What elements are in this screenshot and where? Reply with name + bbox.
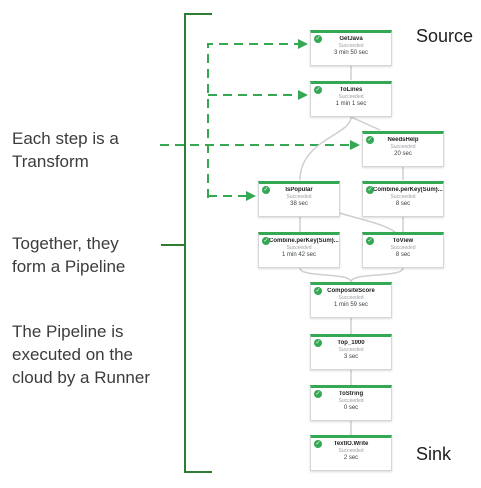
node-tolines[interactable]: ✓ ToLines Succeeded 1 min 1 sec [310,81,392,117]
check-icon: ✓ [314,86,322,94]
node-name: ToView [392,238,414,244]
arrowhead-getjava [298,39,308,49]
node-time: 3 sec [343,354,359,360]
node-name: Combine.perKey(Sum)... [373,187,443,193]
node-status: Succeeded [390,194,416,200]
check-icon: ✓ [366,136,374,144]
node-name: ToString [338,391,364,397]
node-time: 0 sec [343,405,359,411]
node-name: ToLines [339,87,363,93]
source-label: Source [416,26,474,46]
node-time: 8 sec [395,201,411,207]
node-name: Top_1000 [337,340,365,346]
node-name: NeedsHelp [387,137,419,143]
chevron-down-icon[interactable]: ⌄ [434,185,440,192]
node-name: Combine.perKey(Sum)... [269,238,339,244]
node-time: 1 min 1 sec [335,101,367,107]
node-status: Succeeded [390,144,416,150]
node-ispopular[interactable]: ✓ IsPopular Succeeded 38 sec [258,181,340,217]
node-name: GetJava [339,36,363,42]
node-top1000[interactable]: ✓ Top_1000 Succeeded 3 sec [310,334,392,370]
node-time: 2 sec [343,455,359,461]
arrowhead-tolines [298,90,308,100]
executed-line-1: The Pipeline is [12,322,124,341]
arrowhead-ispopular [246,191,256,201]
node-compositescore[interactable]: ✓ CompositeScore Succeeded 1 min 59 sec [310,282,392,318]
node-status: Succeeded [338,43,364,49]
node-status: Succeeded [338,347,364,353]
check-icon: ✓ [366,237,374,245]
sink-label: Sink [416,444,452,464]
node-name: TextIO.Write [333,441,369,447]
edge-combine2-composite [299,267,352,283]
check-icon: ✓ [262,186,270,194]
node-status: Succeeded [286,245,312,251]
together-line-2: form a Pipeline [12,257,126,276]
node-textiowrite[interactable]: ✓ TextIO.Write Succeeded 2 sec [310,435,392,471]
check-icon: ✓ [314,390,322,398]
each-step-line-1: Each step is a [12,129,119,148]
node-status: Succeeded [286,194,312,200]
edge-toview-composite [350,267,404,283]
node-getjava[interactable]: ✓ GetJava Succeeded 3 min 50 sec [310,30,392,66]
pipeline-bracket [184,13,212,473]
together-line-1: Together, they [12,234,119,253]
each-step-text: Each step is a Transform [12,127,119,173]
node-status: Succeeded [338,448,364,454]
node-status: Succeeded [390,245,416,251]
node-time: 3 min 50 sec [333,50,369,56]
node-name: CompositeScore [327,288,375,294]
check-icon: ✓ [314,35,322,43]
node-toview[interactable]: ✓ ToView Succeeded 8 sec [362,232,444,268]
together-text: Together, they form a Pipeline [12,232,125,278]
chevron-down-icon[interactable]: ⌄ [330,236,336,243]
node-time: 1 min 42 sec [281,252,317,258]
node-combine-1[interactable]: ✓ ⌄ Combine.perKey(Sum)... Succeeded 8 s… [362,181,444,217]
node-time: 38 sec [290,201,308,207]
node-status: Succeeded [338,398,364,404]
node-tostring[interactable]: ✓ ToString Succeeded 0 sec [310,385,392,421]
node-status: Succeeded [338,94,364,100]
check-icon: ✓ [314,287,322,295]
node-name: IsPopular [285,187,313,193]
executed-line-3: cloud by a Runner [12,368,150,387]
node-time: 8 sec [395,252,411,258]
check-icon: ✓ [366,186,374,194]
node-combine-2[interactable]: ✓ ⌄ Combine.perKey(Sum)... Succeeded 1 m… [258,232,340,268]
node-needshelp[interactable]: ✓ NeedsHelp Succeeded 20 sec [362,131,444,167]
arrow-to-getjava [207,43,300,198]
executed-line-2: executed on the [12,345,133,364]
each-step-line-2: Transform [12,152,89,171]
edge-tolines-ispopular [299,116,352,181]
node-status: Succeeded [338,295,364,301]
edge-tolines-needshelp [350,116,381,131]
arrowhead-needshelp [350,140,360,150]
executed-text: The Pipeline is executed on the cloud by… [12,320,150,389]
check-icon: ✓ [314,339,322,347]
node-time: 20 sec [394,151,412,157]
check-icon: ✓ [314,440,322,448]
check-icon: ✓ [262,237,270,245]
node-time: 1 min 59 sec [333,302,369,308]
